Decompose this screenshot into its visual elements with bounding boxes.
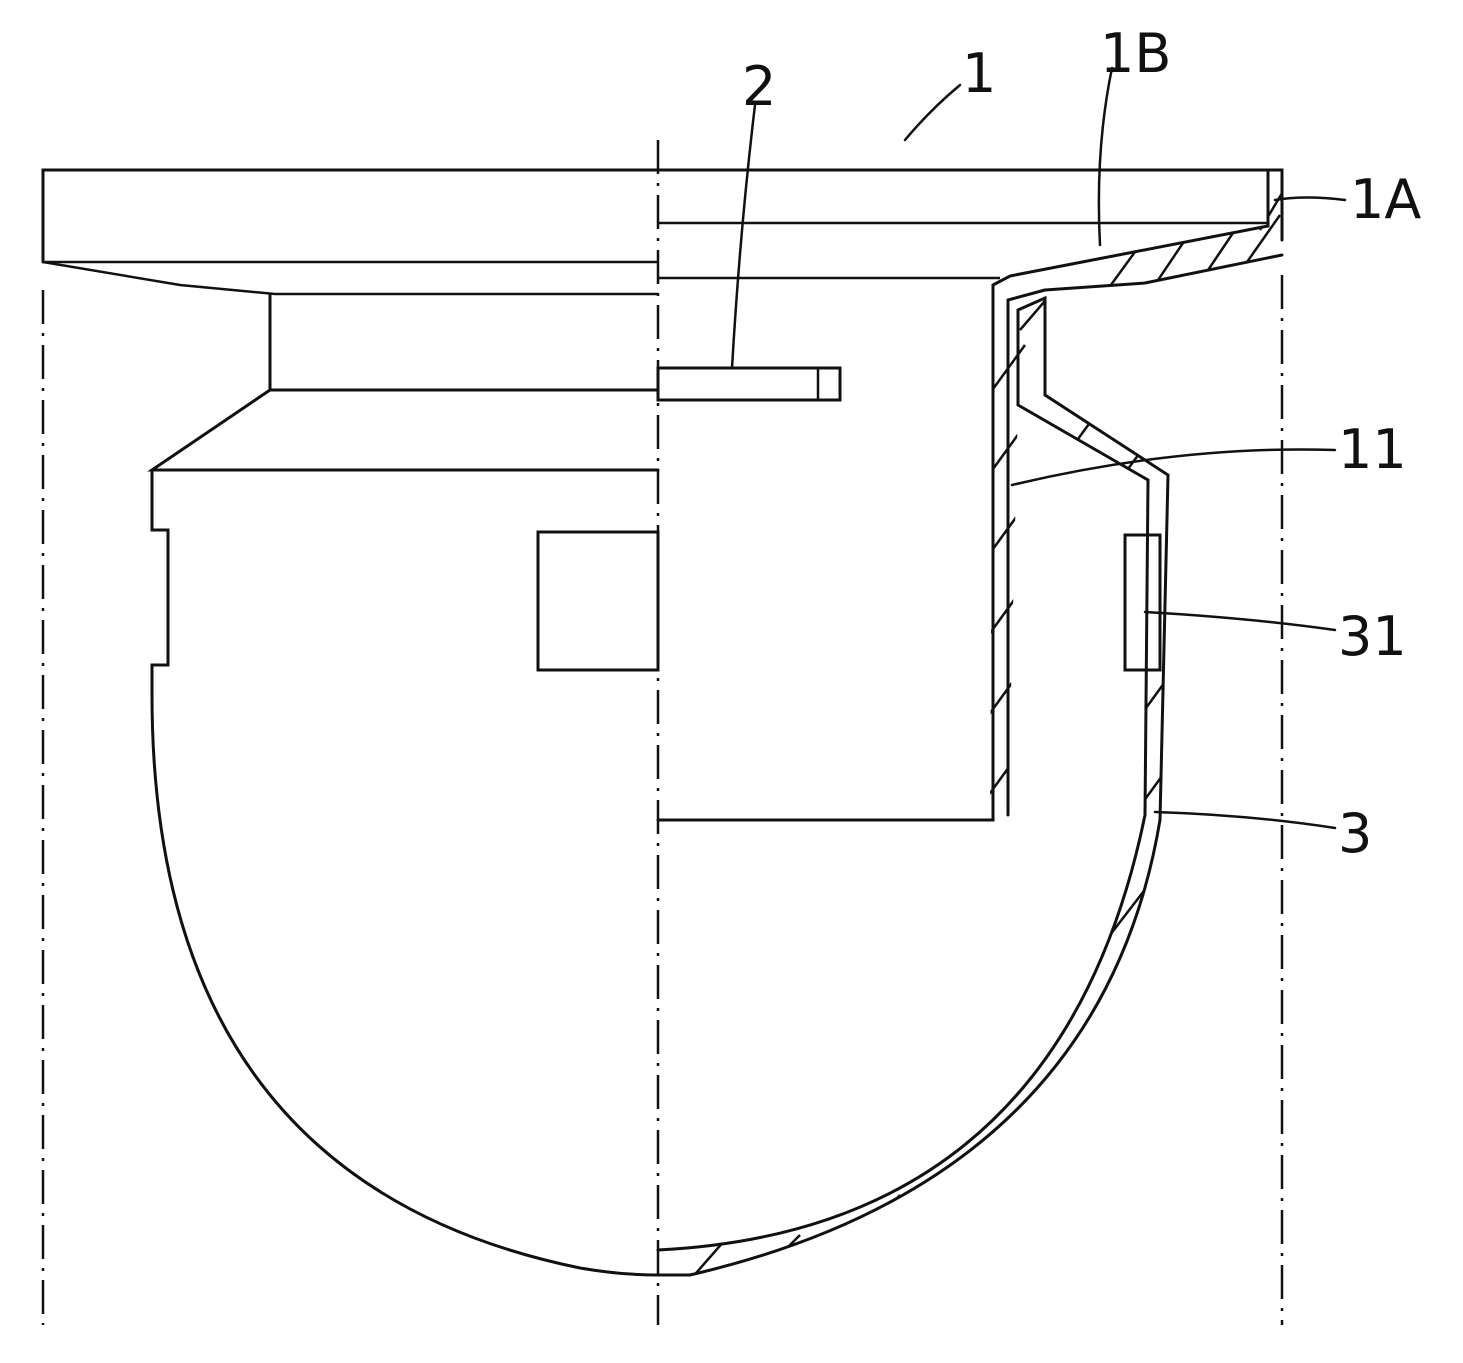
label-31: 31 xyxy=(1338,605,1407,668)
outer-bowl-wall xyxy=(656,818,1162,1277)
neck-outline xyxy=(268,292,660,392)
outer-neck-wall xyxy=(1016,295,1170,822)
inner-bowl-wall xyxy=(656,813,1147,1252)
lid-top-plate xyxy=(41,168,1284,264)
label-2: 2 xyxy=(742,55,776,118)
leader-2 xyxy=(730,103,757,370)
lid-part-1 xyxy=(41,168,1284,296)
label-1: 1 xyxy=(962,42,996,105)
lid-edge-1A xyxy=(991,168,1270,287)
lid-left-underside xyxy=(42,260,658,296)
leader-1A xyxy=(1273,196,1347,202)
inner-tube-outline xyxy=(656,283,995,822)
container-left-half xyxy=(147,292,660,1277)
leader-1 xyxy=(903,83,962,142)
label-3: 3 xyxy=(1338,802,1372,865)
side-window-left xyxy=(536,530,660,672)
leader-lines xyxy=(730,66,1347,830)
axis-lines xyxy=(41,140,1284,1325)
shoulder-outline xyxy=(147,388,660,472)
leader-11 xyxy=(1010,448,1337,487)
leader-3 xyxy=(1153,810,1337,830)
label-11: 11 xyxy=(1338,418,1407,481)
reference-labels: 1 1B 1A 2 11 31 3 xyxy=(742,22,1421,865)
leader-31 xyxy=(1143,610,1337,632)
leader-1B xyxy=(1097,66,1114,247)
pin-part-2 xyxy=(656,366,842,402)
container-right-section xyxy=(656,168,1284,1277)
section-hatching xyxy=(689,179,1282,1275)
inner-tube-inner-wall xyxy=(1006,288,1047,817)
label-1A: 1A xyxy=(1350,168,1421,231)
lid-slope-1B xyxy=(1043,253,1284,292)
window-part-31 xyxy=(1123,533,1162,672)
outer-shoulder-inner xyxy=(1016,403,1150,817)
bowl-left-outline xyxy=(150,688,660,1277)
label-1B: 1B xyxy=(1100,22,1171,85)
body-left-outline xyxy=(150,468,170,692)
